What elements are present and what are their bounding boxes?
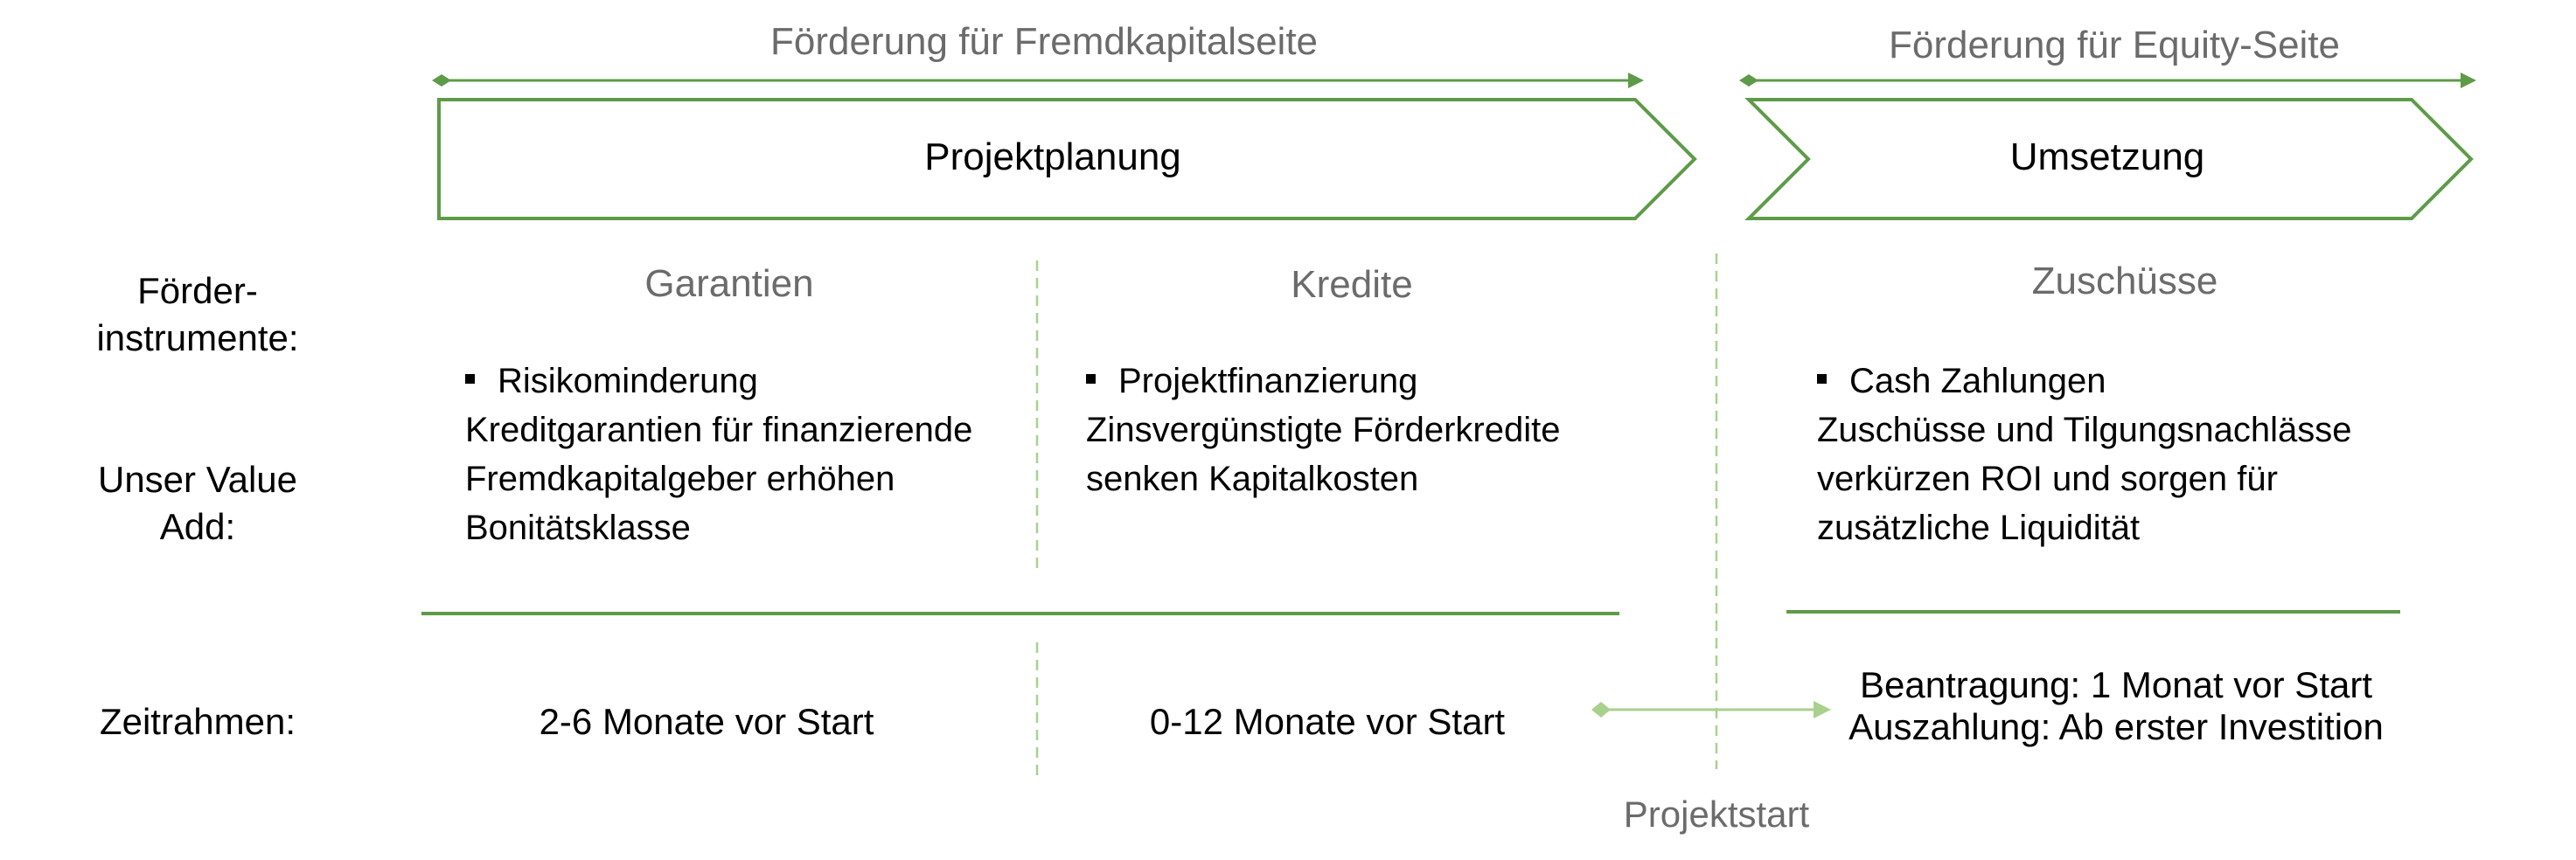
column-body-zuschuesse: Cash Zahlungen Zuschüsse und Tilgungsnac… bbox=[1817, 357, 2351, 552]
milestone-projektstart: Projektstart bbox=[1623, 794, 1810, 835]
phase-planning-label: Projektplanung bbox=[924, 135, 1181, 178]
column-body-kredite: Projektfinanzierung Zinsvergünstigte För… bbox=[1086, 357, 1560, 503]
equity-side-arrow bbox=[1739, 73, 2476, 88]
bullet-projektfinanzierung: Projektfinanzierung bbox=[1086, 357, 1560, 406]
timeline-arrow bbox=[1591, 701, 1831, 718]
row-label-value-add: Unser Value Add: bbox=[97, 459, 298, 547]
implementation-chevron bbox=[1744, 98, 2474, 220]
phase-implementation-label: Umsetzung bbox=[2009, 135, 2205, 178]
bullet-risikominderung: Risikominderung bbox=[465, 357, 972, 406]
timeframe-garantien: 2-6 Monate vor Start bbox=[539, 701, 874, 742]
row-label-timeframe: Zeitrahmen: bbox=[99, 701, 296, 742]
column-body-garantien: Risikominderung Kreditgarantien für fina… bbox=[465, 357, 972, 552]
column-title-zuschuesse: Zuschüsse bbox=[2031, 260, 2218, 302]
equity-side-header: Förderung für Equity-Seite bbox=[1888, 24, 2341, 66]
column-title-kredite: Kredite bbox=[1291, 263, 1413, 306]
column-title-garantien: Garantien bbox=[644, 262, 814, 305]
timeframe-zuschuesse: Beantragung: 1 Monat vor Start Auszahlun… bbox=[1848, 664, 2384, 747]
debt-side-header: Förderung für Fremdkapitalseite bbox=[769, 20, 1319, 63]
row-label-instruments: Förder- instrumente: bbox=[96, 270, 299, 358]
bullet-cash-zahlungen: Cash Zahlungen bbox=[1817, 357, 2351, 406]
planning-chevron bbox=[437, 98, 1697, 220]
timeframe-kredite: 0-12 Monate vor Start bbox=[1149, 701, 1506, 742]
debt-side-arrow bbox=[432, 73, 1644, 88]
